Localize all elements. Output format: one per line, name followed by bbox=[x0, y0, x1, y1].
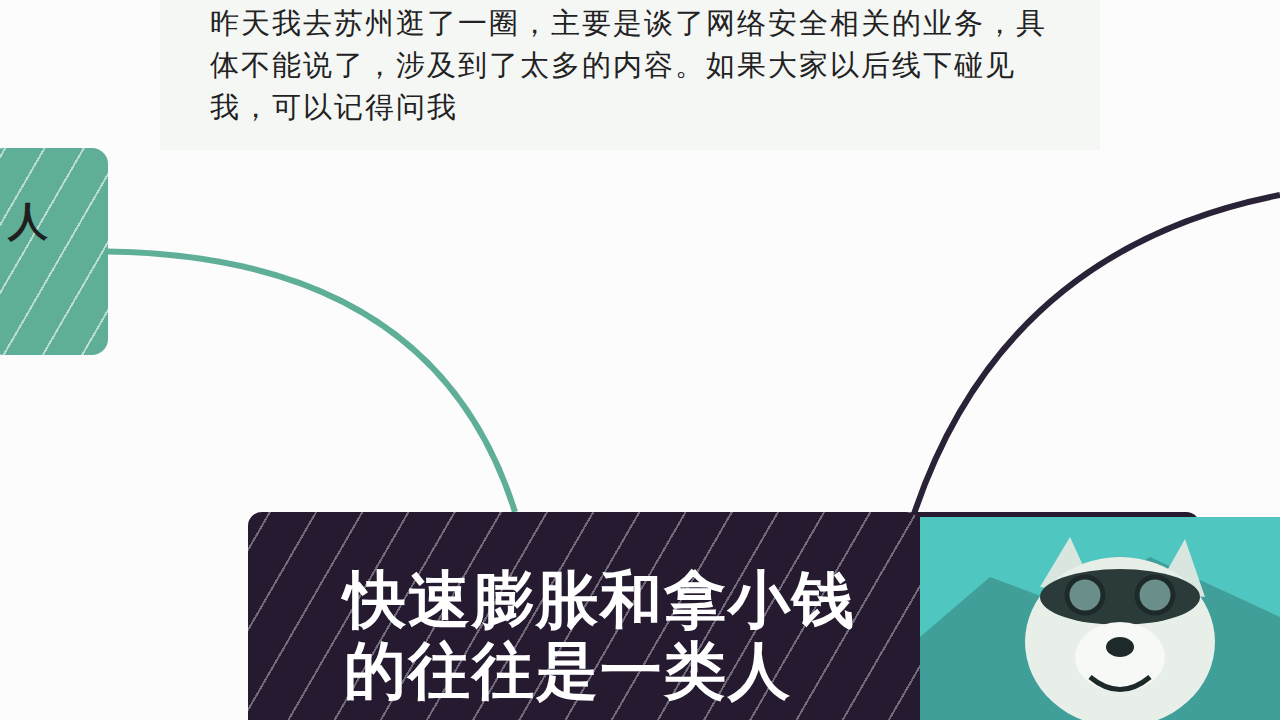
node-text: 人 bbox=[8, 198, 108, 244]
main-topic-box: 快速膨胀和拿小钱的往往是一类人 bbox=[248, 512, 920, 720]
note-text: 昨天我去苏州逛了一圈，主要是谈了网络安全相关的业务，具体不能说了，涉及到了太多的… bbox=[210, 2, 1060, 128]
avatar-illustration bbox=[920, 517, 1280, 720]
note-ground bbox=[160, 0, 1100, 150]
branch-line bbox=[912, 195, 1280, 520]
topic-box: 人 bbox=[0, 148, 108, 355]
node-text: 快速膨胀和拿小钱的往往是一类人 bbox=[344, 564, 900, 707]
branch-connector bbox=[108, 252, 515, 513]
